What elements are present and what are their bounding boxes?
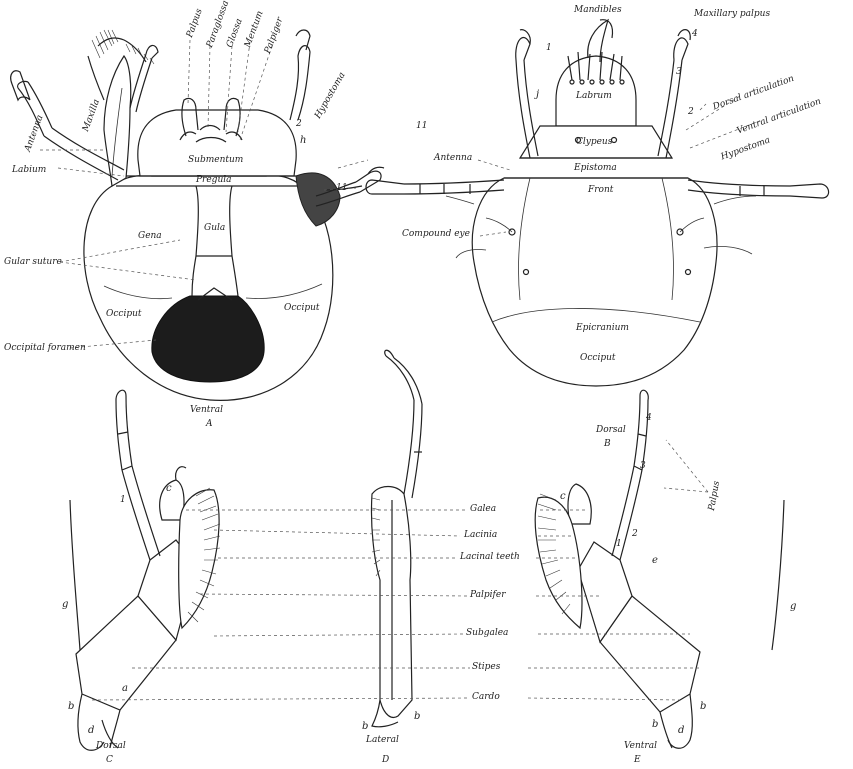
caption-a-letter: A [206, 420, 213, 429]
mark-3-e: 3 [640, 462, 646, 471]
mark-g-right: g [790, 602, 796, 612]
label-palpifer: Palpifer [470, 591, 506, 600]
figure-d-maxilla-lateral [371, 350, 422, 727]
mark-c-right: c [560, 492, 566, 502]
figure-e-maxilla-ventral [535, 390, 784, 748]
figure-c-maxilla-dorsal [70, 390, 220, 750]
mark-b-e-right: b [700, 702, 706, 712]
caption-b-letter: B [604, 440, 611, 449]
caption-b-view: Dorsal [596, 426, 626, 435]
mark-1-b: 1 [546, 44, 552, 53]
mark-1-e: 1 [616, 540, 622, 549]
label-gular-suture: Gular suture [4, 258, 62, 267]
label-front: Front [588, 186, 613, 195]
label-epistoma: Epistoma [574, 164, 617, 173]
mark-c-left: c [166, 484, 172, 494]
mark-b-d-right: b [414, 712, 420, 722]
label-labrum: Labrum [576, 92, 612, 101]
label-subgalea: Subgalea [466, 629, 508, 638]
label-lacinia: Lacinia [464, 531, 497, 540]
mark-j-b: j [536, 90, 539, 100]
caption-d-letter: D [382, 756, 389, 765]
mark-2-e: 2 [632, 530, 638, 539]
mark-2-b: 2 [688, 108, 694, 117]
mark-11-upper: 11 [416, 122, 427, 131]
label-maxillary-palpus: Maxillary palpus [694, 10, 770, 19]
label-antenna-b: Antenna [434, 154, 472, 163]
mark-b-d-left: b [362, 722, 368, 732]
mark-11-lower: 11 [336, 184, 347, 193]
mark-4-b: 4 [692, 30, 698, 39]
label-cardo: Cardo [472, 693, 500, 702]
label-compound-eye: Compound eye [402, 230, 470, 239]
mark-g-left: g [62, 600, 68, 610]
mark-1-c: 1 [120, 496, 126, 505]
mark-4-e: 4 [646, 414, 652, 423]
caption-e-view: Ventral [624, 742, 657, 751]
label-lacinal-teeth: Lacinal teeth [460, 553, 520, 562]
caption-c-letter: C [106, 756, 113, 765]
mark-a: a [122, 684, 128, 694]
mark-2-a: 2 [296, 120, 302, 129]
mark-h-a: h [300, 136, 306, 146]
label-pregula: Pregula [196, 176, 232, 185]
caption-a-view: Ventral [190, 406, 223, 415]
label-stipes: Stipes [472, 663, 500, 672]
label-mandibles: Mandibles [574, 6, 622, 15]
mark-e: e [652, 556, 658, 566]
label-occiput-right: Occiput [284, 304, 320, 313]
mark-d-e: d [678, 726, 684, 736]
label-epicranium: Epicranium [576, 324, 629, 333]
label-galea: Galea [470, 505, 496, 514]
mark-3-b: 3 [676, 68, 682, 77]
label-clypeus: Clypeus [576, 138, 612, 147]
label-labium: Labium [12, 166, 46, 175]
label-gula: Gula [204, 224, 225, 233]
mark-b-e-left: b [652, 720, 658, 730]
caption-c-view: Dorsal [96, 742, 126, 751]
label-gena: Gena [138, 232, 162, 241]
mark-d-c: d [88, 726, 94, 736]
label-submentum: Submentum [188, 156, 243, 165]
caption-d-view: Lateral [366, 736, 399, 745]
label-occiput-b: Occiput [580, 354, 616, 363]
mark-b-c: b [68, 702, 74, 712]
caption-e-letter: E [634, 756, 641, 765]
label-occipital-foramen: Occipital foramen [4, 344, 86, 353]
label-occiput-left: Occiput [106, 310, 142, 319]
